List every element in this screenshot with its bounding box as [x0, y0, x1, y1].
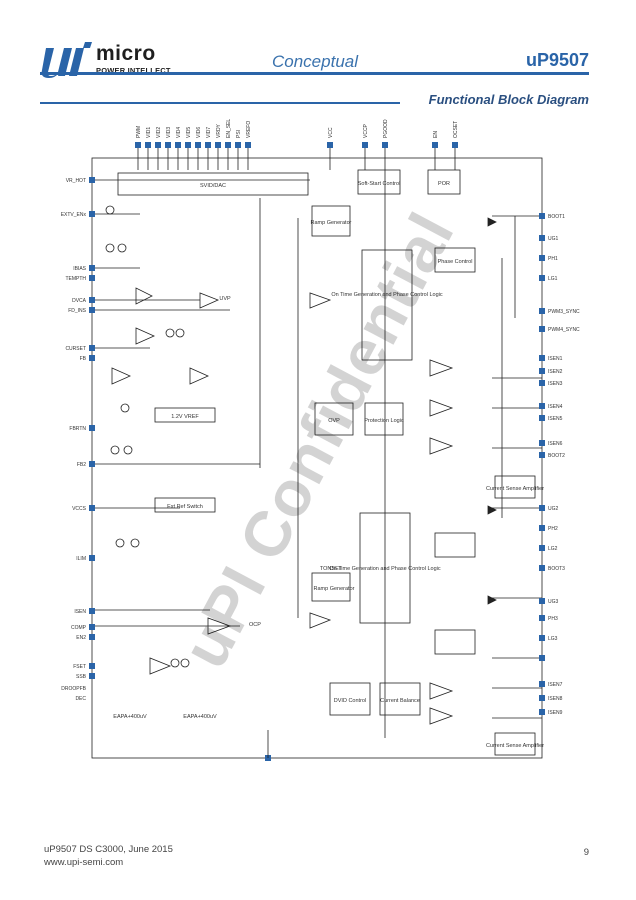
left-pin-label: VR_HOT [66, 178, 86, 184]
right-pin-label: UG3 [548, 599, 559, 605]
company-logo: micro POWER INTELLECT [40, 40, 180, 80]
right-pin-label: BOOT3 [548, 566, 565, 572]
top-pin-label: EN_SEL [226, 119, 232, 138]
right-pin-label: LG2 [548, 546, 558, 552]
left-pin-label: COMP [71, 625, 87, 631]
block-phase-ctrl: Phase Control [438, 259, 473, 265]
left-pin-label: FBRTN [69, 426, 86, 432]
right-pin-label: ISEN6 [548, 441, 563, 447]
left-pin-label: CURSET [65, 346, 86, 352]
upi-logo-mark [41, 42, 92, 78]
left-pin-label: ISEN [74, 609, 86, 615]
section-rule [40, 102, 400, 104]
logo-subtitle: POWER INTELLECT [96, 66, 171, 75]
right-pin-label: PWM4_SYNC [548, 327, 580, 333]
block-startup: Soft-Start Control [358, 181, 401, 187]
block-diagram: SVID/DAC Soft-Start Control POR Ramp Gen… [40, 118, 596, 798]
right-pin-label: BOOT1 [548, 214, 565, 220]
right-pin-label: UG1 [548, 236, 559, 242]
left-pin-label: DVCA [72, 298, 87, 304]
right-pin-label: LG1 [548, 276, 558, 282]
right-pin-label: ISEN1 [548, 356, 563, 362]
right-pin-label: ISEN5 [548, 416, 563, 422]
left-pin-label: EN2 [76, 635, 86, 641]
right-pin-label: PH1 [548, 256, 558, 262]
top-pin-label: VCCP [363, 123, 369, 138]
block-ramp2: Ramp Generator [314, 586, 355, 592]
right-pin-label: UG2 [548, 506, 559, 512]
block-ocp: OCP [249, 622, 261, 628]
right-pin-label: LG3 [548, 636, 558, 642]
left-pin-label: TEMPTH [65, 276, 86, 282]
top-pin-label: VID2 [156, 127, 162, 138]
right-pin-label: PH3 [548, 616, 558, 622]
top-pin-label: VID6 [196, 127, 202, 138]
footer-document-id: uP9507 DS C3000, June 2015 [44, 844, 173, 855]
top-pin-label: VID7 [206, 127, 212, 138]
top-pin-label: PGOOD [383, 119, 389, 138]
top-pin-label: VID5 [186, 127, 192, 138]
right-pin-label: ISEN7 [548, 682, 563, 688]
top-pin-label: VID3 [166, 127, 172, 138]
block-current-balance: Current Balance [380, 698, 420, 704]
header-rule [40, 72, 589, 75]
top-pin-label: EN [433, 131, 439, 138]
block-dvid: DVID Control [334, 698, 366, 704]
left-pin-label: FB [80, 356, 87, 362]
left-pin-label: FB2 [77, 462, 86, 468]
document-status: Conceptual [272, 52, 359, 71]
page-number: 9 [583, 847, 589, 858]
part-number: uP9507 [525, 50, 589, 70]
block-ton: TONSET [320, 566, 343, 572]
section-title: Functional Block Diagram [428, 92, 589, 107]
block-diagram-canvas: SVID/DAC Soft-Start Control POR Ramp Gen… [61, 119, 580, 761]
right-pin-label: ISEN2 [548, 369, 563, 375]
block-por: POR [438, 181, 450, 187]
left-pin-label: DEC [75, 696, 86, 702]
top-pin-label: PWM [136, 126, 142, 138]
left-pin-label: SSB [76, 674, 87, 680]
top-pin-label: VREFO [246, 121, 252, 138]
block-ex1: EAPA+400uV [113, 714, 147, 720]
block-ramp1: Ramp Generator [311, 220, 352, 226]
left-pin-label: FSET [73, 664, 86, 670]
block-digital: SVID/DAC [200, 183, 226, 189]
left-pin-label: FD_INS [68, 308, 86, 314]
top-pin-label: OCSET [453, 121, 459, 138]
left-pin-label: IBIAS [73, 266, 86, 272]
right-pin-label: ISEN4 [548, 404, 563, 410]
top-pin-label: VID4 [176, 127, 182, 138]
block-vref-out: 1.2V VREF [171, 414, 199, 420]
block-pwm-logic2: On Time Generation and Phase Control Log… [329, 566, 441, 572]
footer-website-link[interactable]: www.upi-semi.com [44, 857, 124, 868]
top-pin-label: VCC [328, 127, 334, 138]
left-pin-label: EXTV_ENx [61, 212, 87, 218]
left-pin-label: DROOPFB [61, 686, 86, 692]
left-pin-label: VCCS [72, 506, 87, 512]
block-protection: Protection Logic [364, 418, 404, 424]
top-pin-label: PSI [236, 130, 242, 138]
block-pwm-logic1: On Time Generation and Phase Control Log… [331, 292, 443, 298]
right-pin-label: ISEN3 [548, 381, 563, 387]
right-pin-label: ISEN8 [548, 696, 563, 702]
block-csa1: Current Sense Amplifier [486, 486, 544, 492]
right-pin-label: PH2 [548, 526, 558, 532]
block-uvp: UVP [219, 296, 231, 302]
block-ext-ref: Ext Ref Switch [167, 504, 203, 510]
block-csa2: Current Sense Amplifier [486, 743, 544, 749]
right-pin-label: ISEN9 [548, 710, 563, 716]
right-pin-label: PWM3_SYNC [548, 309, 580, 315]
top-pin-label: VRDY [216, 123, 222, 138]
right-pin-label: BOOT2 [548, 453, 565, 459]
block-ovp: OVP [328, 418, 340, 424]
page-header: micro POWER INTELLECT Conceptual uP9507 … [0, 0, 636, 110]
block-ex2: EAPA+400uV [183, 714, 217, 720]
logo-word: micro [96, 42, 156, 65]
top-pin-label: VID1 [146, 127, 152, 138]
left-pin-label: ILIM [76, 556, 86, 562]
